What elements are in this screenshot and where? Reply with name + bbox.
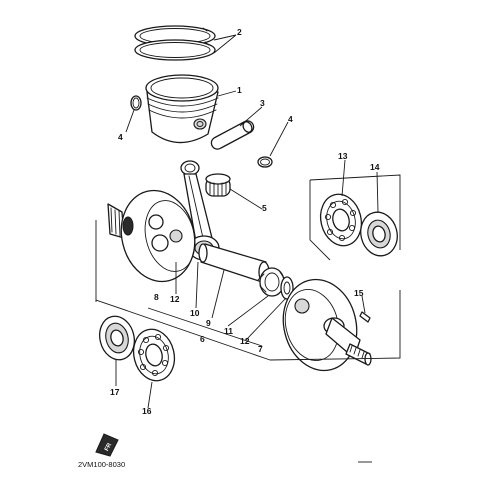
callout-12-left: 12	[170, 294, 180, 304]
callout-7: 7	[258, 344, 263, 354]
bearing-right	[319, 193, 363, 247]
callout-4-left: 4	[118, 132, 123, 142]
callout-11: 11	[224, 326, 233, 336]
callout-2: 2	[237, 27, 242, 37]
callout-14: 14	[370, 162, 380, 172]
piston	[145, 74, 219, 144]
callout-6: 6	[200, 334, 205, 344]
woodruff-key	[359, 311, 371, 323]
callout-16: 16	[142, 406, 152, 416]
callout-8: 8	[154, 292, 159, 302]
crank-left	[107, 189, 196, 283]
piston-rings	[134, 25, 216, 61]
circlip-left	[130, 95, 142, 111]
oil-seal-right	[360, 211, 398, 257]
assembly-brackets	[95, 174, 401, 361]
front-mark-text: FR	[104, 442, 113, 452]
callout-4-right: 4	[288, 114, 293, 124]
callout-3: 3	[260, 98, 265, 108]
callout-1: 1	[237, 85, 242, 95]
oil-seal-left	[99, 315, 135, 361]
crank-pin	[198, 243, 270, 283]
callout-15: 15	[354, 288, 364, 298]
callout-12-right: 12	[240, 336, 250, 346]
callout-17: 17	[110, 387, 120, 397]
piston-pin	[210, 120, 255, 150]
callout-10: 10	[190, 308, 200, 318]
front-direction-mark: FR	[95, 433, 119, 457]
circlip-right	[257, 156, 273, 168]
small-end-bearing	[205, 173, 231, 197]
callout-9: 9	[206, 318, 211, 328]
drawing-code: 2VM100-8030	[78, 460, 125, 469]
callout-13: 13	[338, 151, 348, 161]
leader-lines	[115, 34, 379, 409]
callout-5: 5	[262, 203, 267, 213]
crank-right	[282, 278, 372, 372]
callout-numbers: 2 1 3 4 4 5 6 7 8 9 10 11 12 12 13 14 15…	[110, 27, 380, 416]
bearing-left	[132, 328, 176, 382]
